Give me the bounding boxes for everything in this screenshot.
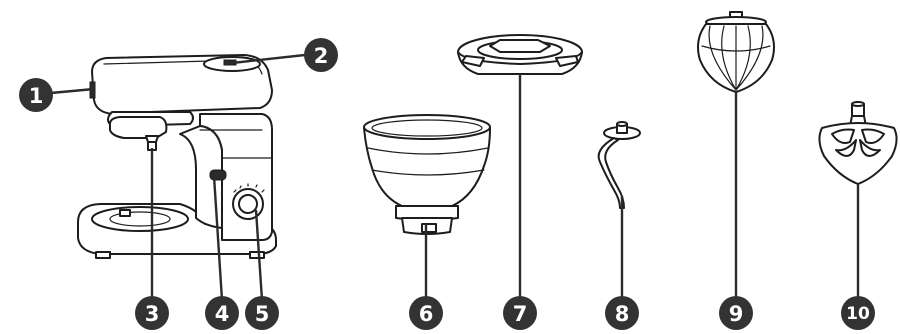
callout-badge-7: 7	[503, 296, 537, 330]
callout-number-5: 5	[255, 302, 270, 326]
callout-number-10: 10	[846, 304, 870, 324]
callout-number-9: 9	[729, 302, 744, 326]
callout-badge-6: 6	[409, 296, 443, 330]
callout-number-8: 8	[615, 302, 630, 326]
callout-number-4: 4	[215, 302, 230, 326]
dough-hook-illustration	[599, 122, 640, 208]
callout-number-7: 7	[513, 302, 528, 326]
stand-mixer-illustration	[78, 55, 276, 258]
callout-number-2: 2	[314, 44, 329, 68]
callout-badge-1: 1	[19, 78, 53, 112]
splash-guard-illustration	[458, 35, 582, 74]
balloon-whisk-illustration	[698, 12, 774, 92]
callout-number-1: 1	[29, 84, 44, 108]
callout-badge-5: 5	[245, 296, 279, 330]
callout-badge-2: 2	[304, 38, 338, 72]
flat-beater-illustration	[819, 102, 896, 184]
callout-badge-9: 9	[719, 296, 753, 330]
callout-badge-4: 4	[205, 296, 239, 330]
callout-badge-3: 3	[135, 296, 169, 330]
callout-badge-10: 10	[841, 296, 875, 330]
callout-number-6: 6	[419, 302, 434, 326]
mixing-bowl-illustration	[364, 115, 490, 234]
callout-number-3: 3	[145, 302, 160, 326]
callout-badge-8: 8	[605, 296, 639, 330]
